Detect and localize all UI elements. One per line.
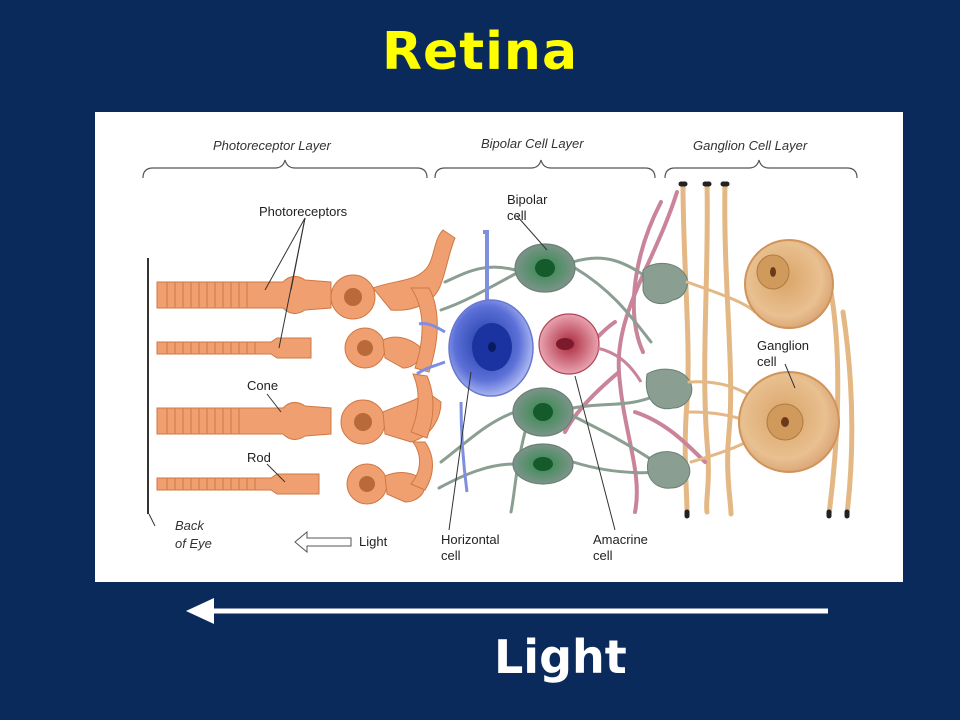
label-bipolar-1: Bipolar: [507, 192, 548, 207]
label-horizontal-2: cell: [441, 548, 461, 563]
label-cone: Cone: [247, 378, 278, 393]
label-back-of-eye-1: Back: [175, 518, 205, 533]
layer-label: Bipolar Cell Layer: [481, 136, 584, 151]
synaptic-clusters: [642, 263, 693, 489]
layer-label: Ganglion Cell Layer: [693, 138, 808, 153]
slide-title: Retina: [381, 22, 579, 82]
amacrine-cell: [538, 313, 643, 383]
label-ganglion-1: Ganglion: [757, 338, 809, 353]
label-amacrine-2: cell: [593, 548, 613, 563]
layer-header-photoreceptor: Photoreceptor Layer: [142, 138, 428, 179]
label-bipolar-2: cell: [507, 208, 527, 223]
small-light-arrow: [294, 530, 352, 554]
label-light-small: Light: [359, 534, 388, 549]
bipolar-cells: [512, 243, 576, 485]
light-direction-arrow: [186, 598, 828, 624]
horizontal-cell: [416, 230, 534, 493]
ganglion-cells: [738, 239, 840, 473]
label-ganglion-2: cell: [757, 354, 777, 369]
photoreceptor-cells: [156, 229, 456, 505]
photoreceptor-terminals: [410, 287, 438, 491]
light-label: Light: [494, 630, 627, 684]
layer-header-bipolar: Bipolar Cell Layer: [434, 136, 656, 179]
retina-diagram: Photoreceptor Layer Bipolar Cell Layer G…: [95, 112, 903, 582]
label-back-of-eye-2: of Eye: [175, 536, 212, 551]
label-horizontal-1: Horizontal: [441, 532, 500, 547]
label-amacrine-1: Amacrine: [593, 532, 648, 547]
layer-header-ganglion: Ganglion Cell Layer: [664, 138, 858, 179]
label-rod: Rod: [247, 450, 271, 465]
layer-label: Photoreceptor Layer: [213, 138, 331, 153]
label-photoreceptors: Photoreceptors: [259, 204, 348, 219]
ganglion-axons: [680, 181, 855, 517]
